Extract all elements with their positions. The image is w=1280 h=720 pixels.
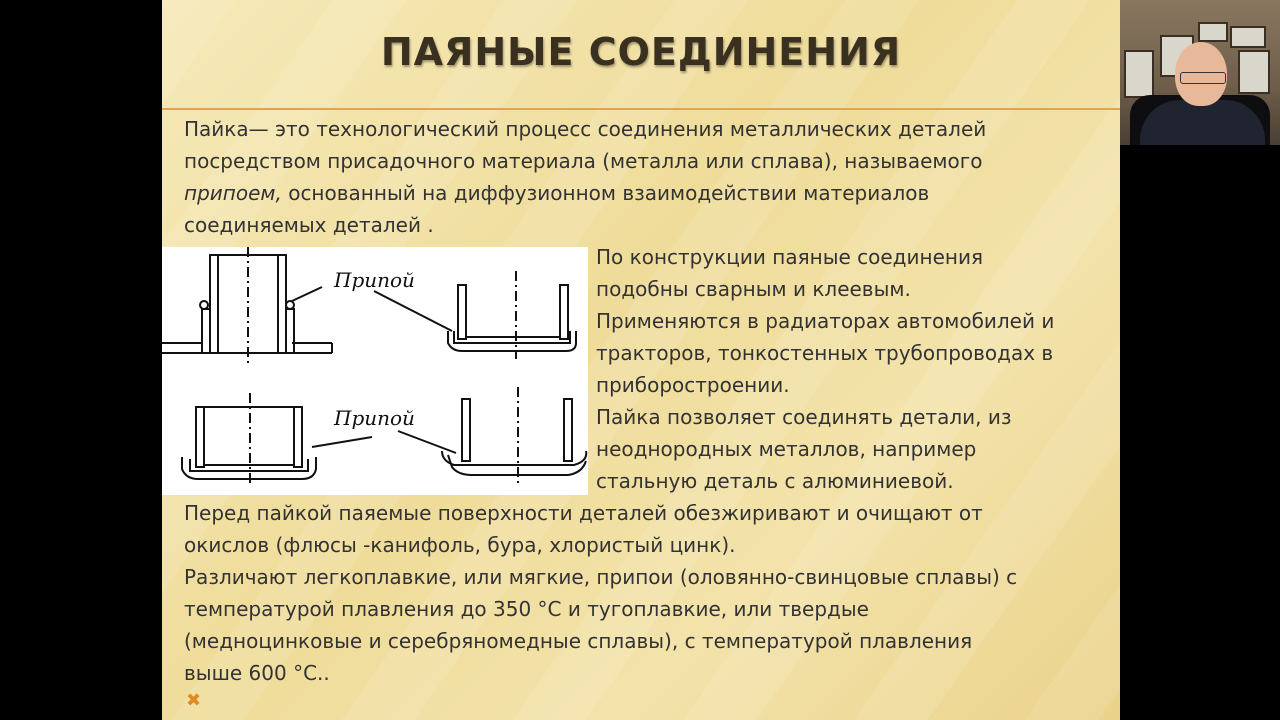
right-line-7: неоднородных металлов, например [596,437,977,461]
term-pripoem: припоем, [184,181,282,205]
intro-line-2: посредством присадочного материала (мета… [184,149,983,173]
right-line-2: подобны сварным и клеевым. [596,277,911,301]
right-line-1: По конструкции паяные соединения [596,245,983,269]
wall-certificate-4 [1198,22,1228,42]
bullet-icon: ✖ [186,690,202,711]
slide-title: ПАЯНЫЕ СОЕДИНЕНИЯ [380,30,902,74]
right-line-6: Пайка позволяет соединять детали, из [596,405,1012,429]
presenter-webcam-overlay [1120,0,1280,145]
wall-certificate-5 [1230,26,1266,48]
bottom-line-2: окислов (флюсы -канифоль, бура, хлористы… [184,533,736,557]
solder-joints-drawing: Припой Припой [162,247,588,487]
intro-line-3: припоем, основанный на диффузионном взаи… [184,178,929,210]
presentation-slide: ПАЯНЫЕ СОЕДИНЕНИЯ Пайка— это технологиче… [162,0,1120,720]
presenter-glasses-icon [1180,72,1226,84]
bottom-line-3: Различают легкоплавкие, или мягкие, прип… [184,565,1018,589]
wall-certificate-2 [1124,50,1154,98]
right-line-5: приборостроении. [596,373,790,397]
solder-label-bottom: Припой [333,406,415,430]
right-line-3: Применяются в радиаторах автомобилей и [596,309,1055,333]
presenter-body [1140,100,1265,145]
right-line-8: стальную деталь с алюминиевой. [596,469,954,493]
intro-line-1: Пайка— это технологический процесс соеди… [184,117,987,141]
intro-line-4: соединяемых деталей . [184,213,434,237]
wall-certificate-3 [1238,50,1270,94]
bottom-line-4: температурой плавления до 350 °С и тугоп… [184,597,869,621]
intro-line-3-rest: основанный на диффузионном взаимодействи… [281,181,930,205]
bottom-line-5: (медноцинковые и серебряномедные сплавы)… [184,629,973,653]
title-divider [162,108,1120,110]
solder-label-top: Припой [333,268,415,292]
bottom-line-6: выше 600 °С.. [184,661,330,685]
right-line-4: тракторов, тонкостенных трубопроводах в [596,341,1054,365]
presenter-face [1175,42,1227,106]
solder-joints-diagram: Припой Припой [162,247,588,495]
bottom-line-1: Перед пайкой паяемые поверхности деталей… [184,501,983,525]
